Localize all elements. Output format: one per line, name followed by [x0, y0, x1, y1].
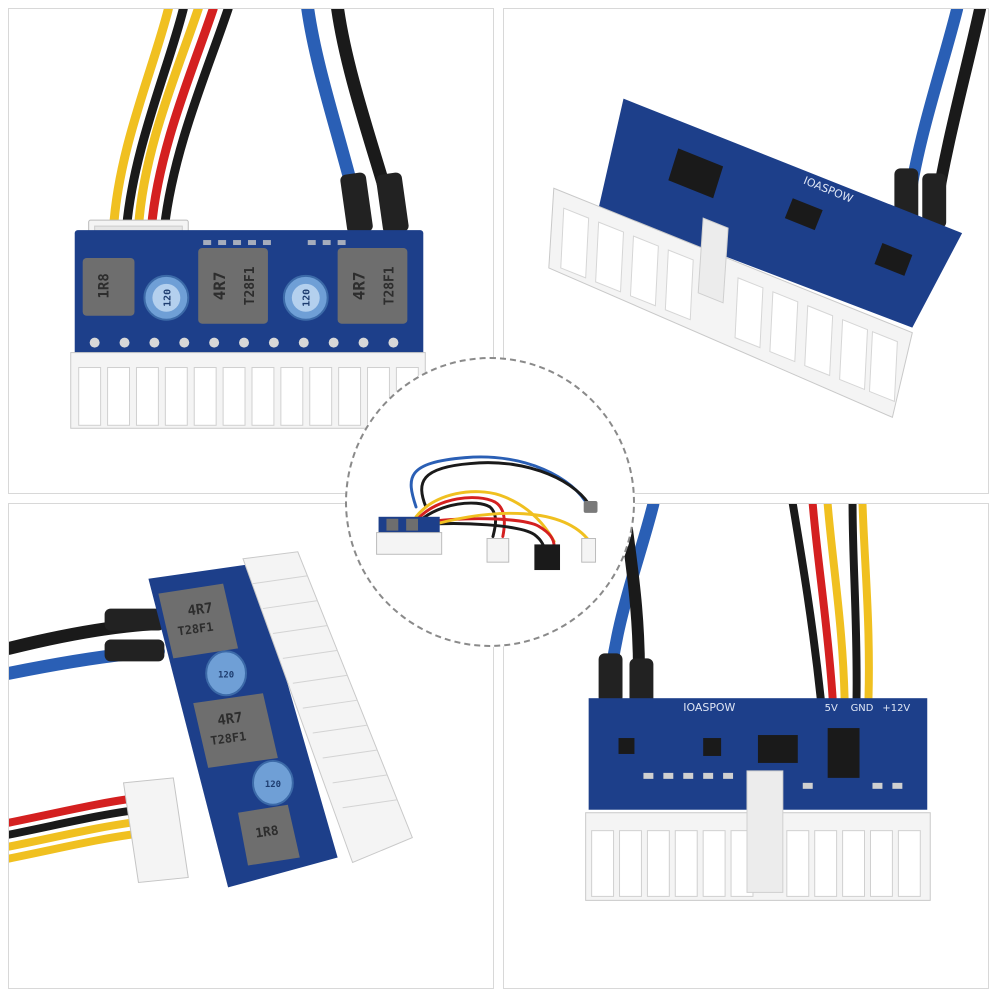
svg-text:120: 120 [265, 780, 281, 790]
board-tilted-illustration: 4R7 T28F1 120 4R7 T28F1 120 1R8 [9, 551, 413, 888]
sata-power-connector [534, 544, 561, 571]
smd-components [643, 772, 903, 789]
svg-text:4R7: 4R7 [210, 271, 229, 300]
wire-header-connector [122, 777, 189, 883]
svg-text:1R8: 1R8 [254, 823, 279, 841]
inductor-4r7-a: 4R7 T28F1 [198, 248, 268, 324]
photo-top-right-board-angled: IOASPOW [503, 8, 989, 494]
pcb-pads [203, 240, 346, 246]
svg-text:5V: 5V [825, 703, 838, 714]
atx-24pin-connector [70, 352, 426, 429]
module-pcb-24pin [376, 516, 443, 555]
solder-joints [89, 337, 399, 348]
ground-wires [894, 9, 987, 229]
svg-text:120: 120 [302, 289, 313, 307]
power-switch-plug [583, 501, 598, 513]
capacitor-a: 120 [205, 650, 248, 697]
capacitor-b: 120 [251, 759, 294, 806]
svg-text:GND: GND [851, 703, 874, 714]
svg-text:120: 120 [218, 670, 234, 680]
svg-text:T28F1: T28F1 [382, 266, 397, 305]
svg-text:4R7: 4R7 [216, 710, 243, 729]
side-wires [9, 608, 165, 863]
svg-text:120: 120 [162, 289, 173, 307]
photo-bottom-left-board-tilted: 4R7 T28F1 120 4R7 T28F1 120 1R8 [8, 503, 494, 989]
svg-text:IOASPOW: IOASPOW [683, 701, 735, 714]
photo-bottom-right-board-back: IOASPOW 5V GND +12V [503, 503, 989, 989]
svg-text:T28F1: T28F1 [243, 266, 258, 305]
inductor-4r7-b: 4R7 T28F1 [337, 248, 408, 324]
molex-connector [486, 537, 510, 563]
board-front-illustration: 1R8 4R7 T28F1 4R7 T28F1 120 120 [70, 9, 426, 429]
photo-top-left-board-front: 1R8 4R7 T28F1 4R7 T28F1 120 120 [8, 8, 494, 494]
inductor-4r7-b: 4R7 T28F1 [193, 693, 278, 768]
svg-text:+12V: +12V [882, 703, 910, 714]
inductor-4r7-a: 4R7 T28F1 [158, 583, 239, 659]
overview-circle-full-module [345, 357, 635, 647]
board-angled-illustration: IOASPOW [548, 9, 987, 419]
atx-24pin-connector [585, 770, 931, 901]
ic-chips [668, 148, 913, 276]
capacitor-b: 120 [282, 274, 329, 321]
svg-text:4R7: 4R7 [187, 600, 214, 619]
svg-text:1R8: 1R8 [97, 273, 113, 298]
floppy-connector [581, 537, 597, 563]
module-cables [409, 455, 594, 554]
full-module-illustration [376, 455, 598, 571]
capacitor-a: 120 [143, 274, 190, 321]
svg-text:T28F1: T28F1 [210, 729, 248, 748]
atx-24pin-connector [242, 551, 413, 864]
ic-chips [618, 728, 860, 778]
svg-text:4R7: 4R7 [350, 271, 369, 300]
inductor-1r8: 1R8 [82, 257, 135, 316]
power-wires-bundle [109, 9, 409, 240]
svg-text:T28F1: T28F1 [177, 620, 215, 639]
board-back-illustration: IOASPOW 5V GND +12V [585, 504, 931, 901]
inductor-1r8: 1R8 [238, 804, 300, 866]
atx-24pin-connector [548, 187, 913, 419]
top-wires [598, 504, 873, 709]
